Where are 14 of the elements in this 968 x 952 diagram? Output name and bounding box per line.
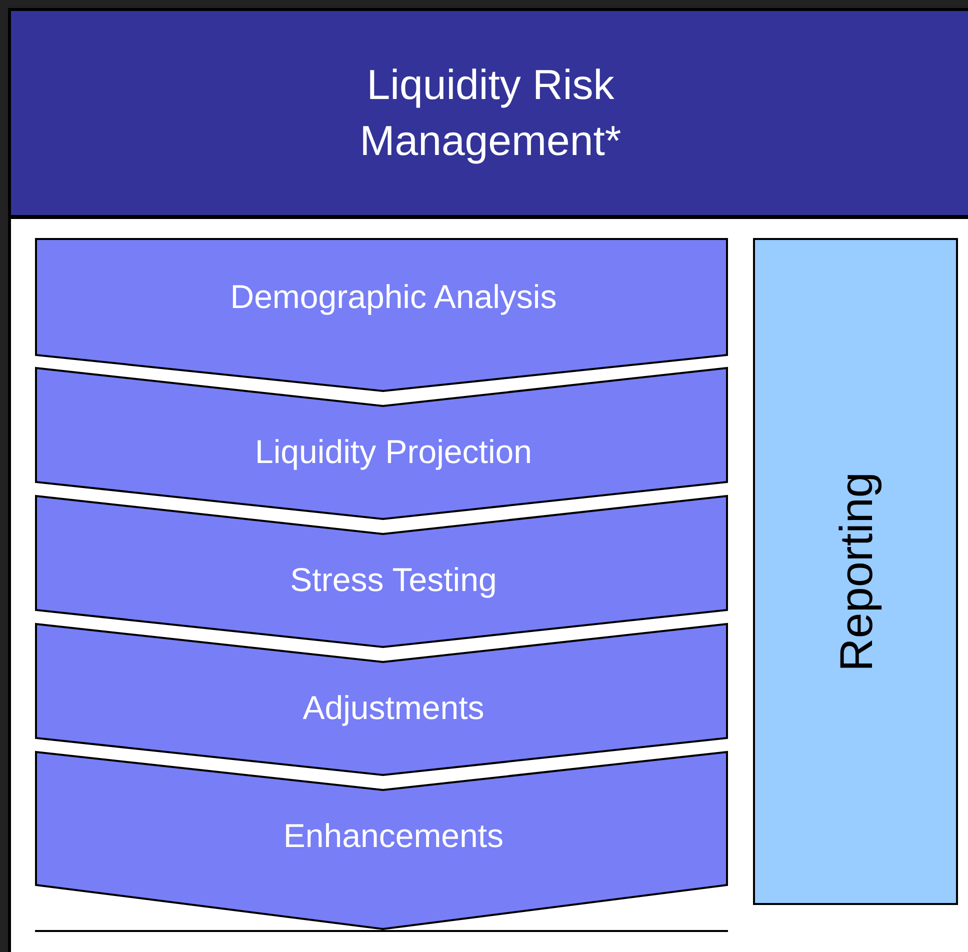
chevron-step bbox=[35, 495, 728, 648]
step-label: Enhancements bbox=[282, 816, 505, 856]
chevron-step bbox=[35, 623, 728, 776]
step-label: Liquidity Projection bbox=[254, 432, 533, 472]
step-label: Stress Testing bbox=[289, 560, 498, 600]
outer-frame bbox=[8, 8, 968, 952]
chevron-step bbox=[35, 367, 728, 520]
heading-text: Liquidity Risk Management* bbox=[358, 60, 622, 166]
panel-label: Reporting bbox=[828, 472, 882, 672]
step-label: Demographic Analysis bbox=[229, 277, 558, 317]
chevron-step bbox=[35, 238, 728, 392]
chevron-step bbox=[35, 751, 728, 930]
side-panel bbox=[753, 238, 958, 905]
step-label: Adjustments bbox=[302, 688, 486, 728]
